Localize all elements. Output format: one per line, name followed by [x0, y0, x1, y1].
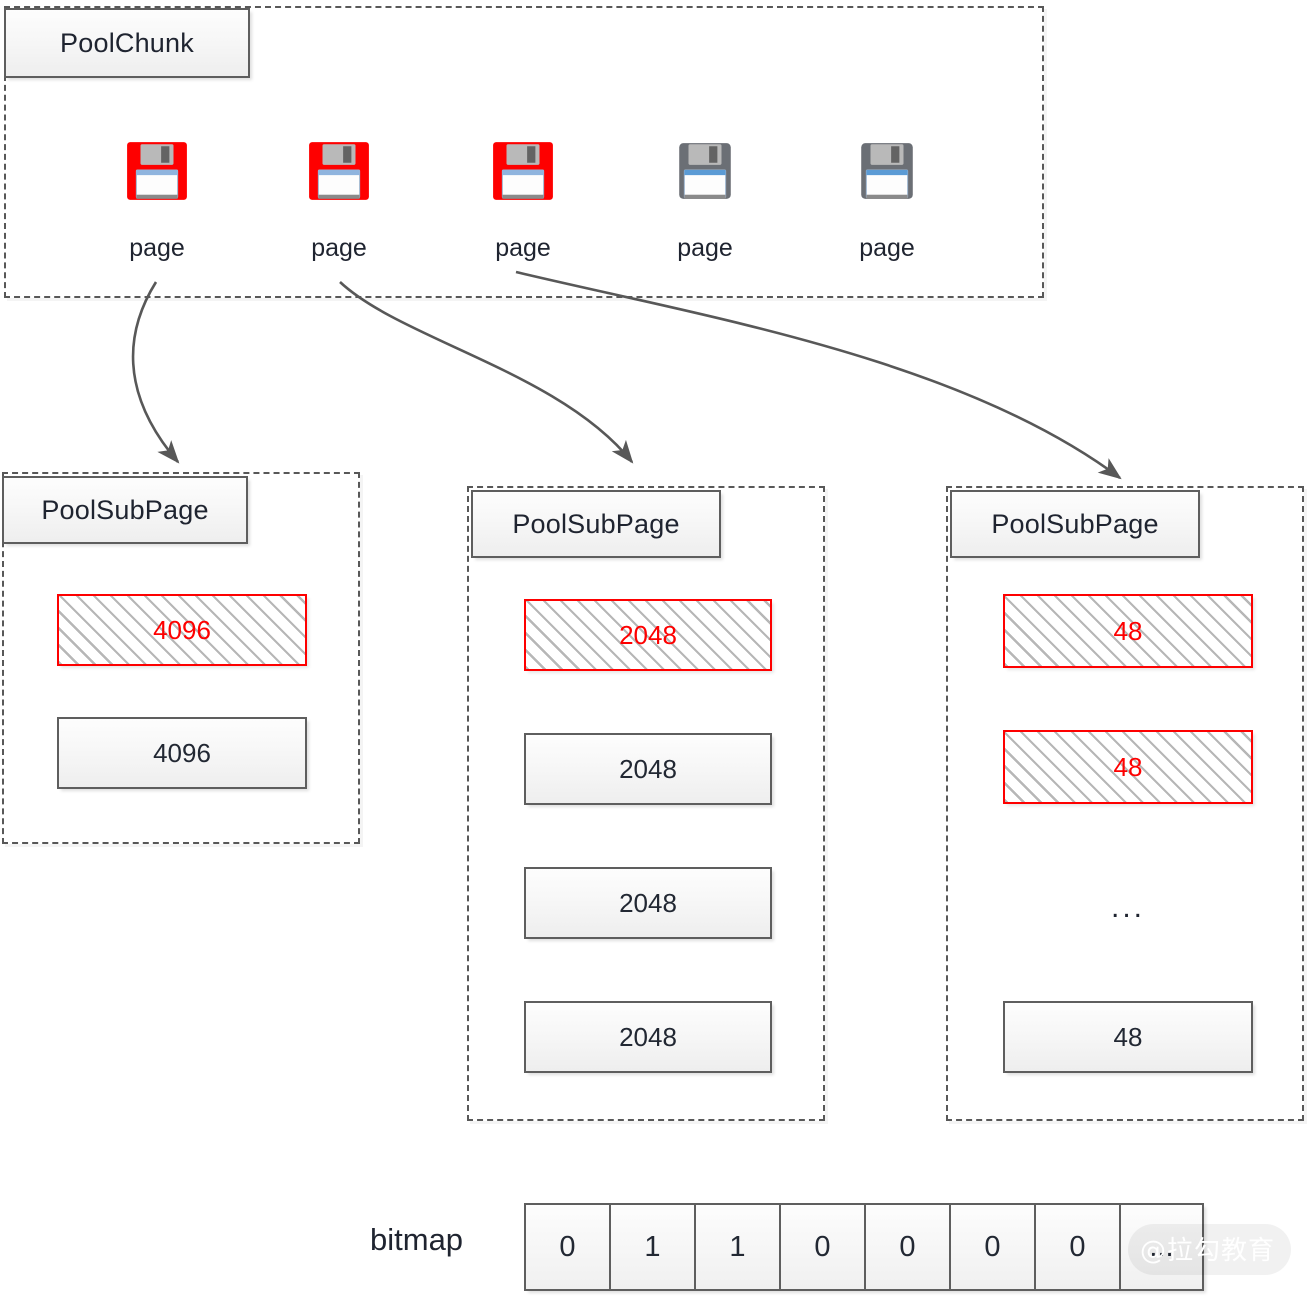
subpage-slot-free: 2048	[524, 1001, 772, 1073]
slot-value: 4096	[153, 737, 211, 768]
poolsubpage-title: PoolSubPage	[41, 494, 209, 525]
arrow-page2-to-subpage2	[339, 281, 634, 464]
bitmap-cell: 0	[864, 1203, 949, 1291]
slot-value: 48	[1113, 615, 1143, 646]
subpage-slot-free: 48	[1003, 1001, 1253, 1073]
page-label: page	[677, 234, 733, 262]
bitmap-cell: 0	[949, 1203, 1034, 1291]
arrow-page3-to-subpage3	[515, 270, 1122, 480]
subpage-slot-free: 4096	[57, 717, 307, 789]
bitmap-cell: 1	[609, 1203, 694, 1291]
page-label: page	[859, 234, 915, 262]
poolchunk-container	[4, 6, 1044, 298]
slot-value: 4096	[153, 614, 211, 645]
subpage-slot-free: 2048	[524, 733, 772, 805]
floppy-disk-icon-red	[124, 138, 190, 204]
slot-value: 48	[1113, 1021, 1143, 1052]
subpage-slot-allocated: 4096	[57, 594, 307, 666]
subpage-slot-allocated: 48	[1003, 730, 1253, 804]
subpage-slot-allocated: 2048	[524, 599, 772, 671]
bitmap-label: bitmap	[370, 1222, 464, 1257]
poolchunk-title: PoolChunk	[60, 27, 194, 58]
poolsubpage-2-title-box: PoolSubPage	[471, 490, 721, 558]
bitmap-table: 0 1 1 0 0 0 0 ...	[524, 1203, 1204, 1291]
poolsubpage-title: PoolSubPage	[512, 508, 680, 539]
bitmap-cell: 0	[779, 1203, 864, 1291]
bitmap-cell: ...	[1119, 1203, 1204, 1291]
floppy-disk-icon-red	[306, 138, 372, 204]
floppy-disk-icon-red	[490, 138, 556, 204]
slot-value: 48	[1113, 751, 1143, 782]
poolsubpage-3-title-box: PoolSubPage	[950, 490, 1200, 558]
slot-value: 2048	[619, 619, 677, 650]
poolsubpage-1-title-box: PoolSubPage	[2, 476, 248, 544]
page-label: page	[129, 234, 185, 262]
slot-value: 2048	[619, 1021, 677, 1052]
arrow-page1-to-subpage1	[131, 281, 180, 464]
subpage-slot-ellipsis: ...	[1110, 891, 1146, 924]
poolsubpage-3-container	[946, 486, 1304, 1121]
floppy-disk-icon-gray	[672, 138, 738, 204]
poolsubpage-title: PoolSubPage	[991, 508, 1159, 539]
subpage-slot-allocated: 48	[1003, 594, 1253, 668]
poolchunk-title-box: PoolChunk	[4, 8, 250, 78]
subpage-slot-free: 2048	[524, 867, 772, 939]
floppy-disk-icon-gray	[854, 138, 920, 204]
bitmap-cell: 1	[694, 1203, 779, 1291]
slot-value: 2048	[619, 887, 677, 918]
bitmap-cell: 0	[1034, 1203, 1119, 1291]
bitmap-cell: 0	[524, 1203, 609, 1291]
page-label: page	[311, 234, 367, 262]
page-label: page	[495, 234, 551, 262]
poolsubpage-2-container	[467, 486, 825, 1121]
poolsubpage-1-container	[2, 472, 360, 844]
slot-value: 2048	[619, 753, 677, 784]
